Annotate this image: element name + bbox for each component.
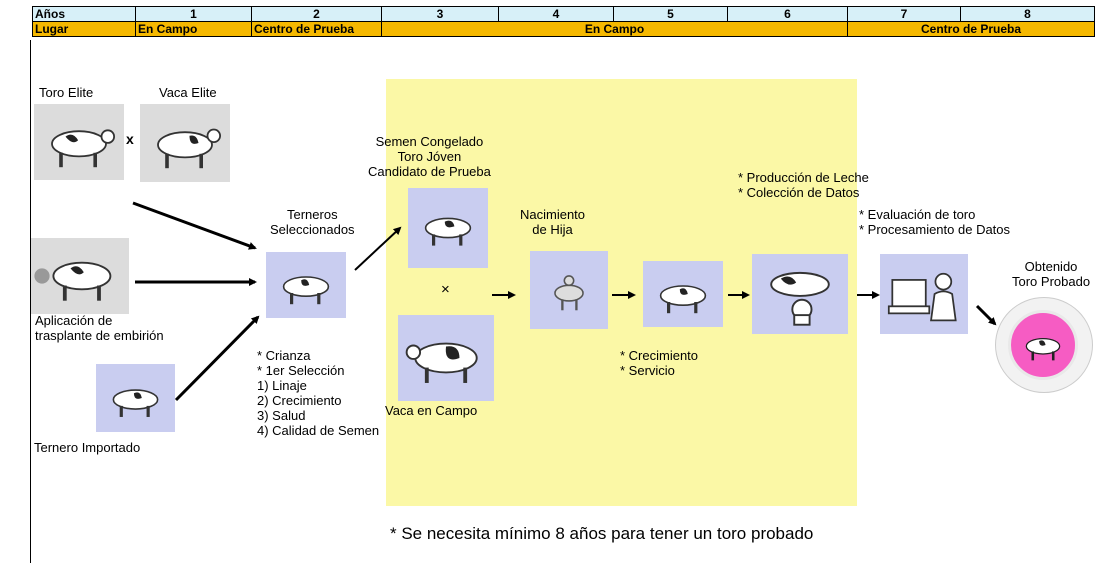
cow-icon — [157, 128, 221, 169]
years-label: Años — [32, 6, 136, 22]
vaca-elite-label: Vaca Elite — [159, 85, 217, 100]
toro-elite-label: Toro Elite — [39, 85, 94, 100]
vaca-campo-label: Vaca en Campo — [385, 403, 478, 418]
year-cell: 6 — [727, 6, 848, 22]
year-cell: 8 — [960, 6, 1095, 22]
crecimiento-label: * Crecimiento * Servicio — [620, 348, 699, 378]
years-row: Años 1 2 3 4 5 6 7 8 — [32, 6, 1095, 22]
vaca-elite-image — [140, 104, 230, 182]
evaluacion-label: * Evaluación de toro * Procesamiento de … — [859, 207, 1011, 237]
cow-icon — [112, 389, 159, 417]
footnote: * Se necesita mínimo 8 años para tener u… — [390, 524, 814, 543]
crianza-criteria: * Crianza * 1er Selección 1) Linaje 2) C… — [257, 348, 380, 438]
cow-icon — [51, 129, 115, 168]
ternero-importado-image — [96, 364, 175, 432]
terneros-image — [266, 252, 346, 318]
arrow-icon — [174, 315, 260, 402]
frame-border — [30, 40, 31, 563]
place-cell: En Campo — [135, 21, 252, 37]
badge-icon — [1025, 337, 1061, 361]
obtenido-label: Obtenido Toro Probado — [1012, 259, 1091, 289]
schedule-table: Años 1 2 3 4 5 6 7 8 Lugar En Campo Cent… — [32, 6, 1095, 37]
year-cell: 3 — [381, 6, 499, 22]
milking-icon — [770, 271, 830, 326]
year-cell: 7 — [847, 6, 961, 22]
cow-icon — [659, 285, 707, 314]
produccion-leche-image — [752, 254, 848, 334]
toro-probado-badge — [995, 297, 1093, 393]
crecimiento-image — [643, 261, 723, 327]
cow-icon — [554, 275, 584, 311]
year-cell: 5 — [613, 6, 728, 22]
year-cell: 1 — [135, 6, 252, 22]
cow-icon — [405, 342, 478, 383]
place-cell: Centro de Prueba — [847, 21, 1095, 37]
cross-sign: x — [126, 131, 134, 147]
nacimiento-image — [530, 251, 608, 329]
ternero-importado-label: Ternero Importado — [34, 440, 141, 455]
place-cell: Centro de Prueba — [251, 21, 382, 37]
semen-label: Semen Congelado Toro Jóven Candidato de … — [368, 134, 491, 179]
year-cell: 2 — [251, 6, 382, 22]
cow-icon — [34, 261, 112, 301]
produccion-label: * Producción de Leche * Colección de Dat… — [738, 170, 869, 200]
nacimiento-label: Nacimiento de Hija — [520, 207, 586, 237]
cow-icon — [282, 276, 330, 305]
cross-sign: × — [441, 281, 450, 298]
arrow-icon — [975, 304, 997, 326]
cow-icon — [424, 217, 472, 246]
toro-joven-image — [408, 188, 488, 268]
aplicacion-label: Aplicación de trasplante de embirión — [35, 313, 164, 343]
terneros-seleccionados-label: Terneros Seleccionados — [270, 207, 355, 237]
vaca-campo-image — [398, 315, 494, 401]
procesamiento-image — [880, 254, 968, 334]
computer-icon — [887, 272, 957, 322]
trasplante-image — [31, 238, 129, 314]
place-cell: En Campo — [381, 21, 848, 37]
place-row: Lugar En Campo Centro de Prueba En Campo… — [32, 21, 1095, 37]
arrow-icon — [132, 201, 257, 250]
toro-elite-image — [34, 104, 124, 180]
year-cell: 4 — [498, 6, 614, 22]
place-label: Lugar — [32, 21, 136, 37]
